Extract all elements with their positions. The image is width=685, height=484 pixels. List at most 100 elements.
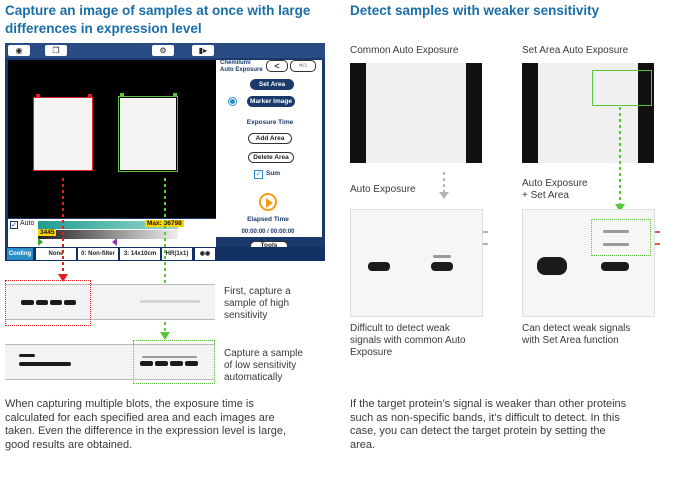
- membrane: [538, 63, 638, 163]
- caption-setarea: Can detect weak signals with Set Area fu…: [522, 323, 657, 347]
- band: [431, 262, 453, 271]
- set-area-result-box: [591, 219, 651, 256]
- membrane: [366, 63, 466, 163]
- band: [19, 354, 35, 357]
- delete-area-button[interactable]: Delete Area: [248, 152, 294, 163]
- filter-field[interactable]: 0: Non-filter: [78, 248, 118, 260]
- right-description: If the target protein’s signal is weaker…: [350, 398, 663, 452]
- blot-left: [34, 98, 92, 170]
- back-button[interactable]: <: [266, 60, 288, 72]
- faint-bands: [140, 300, 200, 303]
- left-heading-line2: differences in expression level: [5, 21, 202, 36]
- band: [185, 361, 198, 366]
- marker-image-button[interactable]: Marker Image: [247, 96, 295, 107]
- binning-icon[interactable]: ◉◉: [195, 248, 215, 260]
- caption-setarea-line: Can detect weak signals: [522, 323, 631, 334]
- result-strip-high: [5, 284, 215, 320]
- green-arrow-head: [160, 332, 170, 340]
- elapsed-time-value: 00:00:00 / 00:00:00: [241, 229, 295, 235]
- camera-icon[interactable]: ◉: [8, 45, 30, 56]
- set-area-box[interactable]: [592, 70, 652, 106]
- histogram-bar: [38, 221, 178, 229]
- green-result-box: [133, 340, 215, 384]
- set-area-button[interactable]: Set Area: [250, 79, 294, 90]
- mode-title-line2: Auto Exposure: [220, 67, 263, 73]
- left-heading-line1: Capture an image of samples at once with…: [5, 3, 311, 18]
- annotation-first: First, capture a sample of high sensitiv…: [224, 286, 291, 322]
- add-area-button[interactable]: Add Area: [248, 133, 292, 144]
- sum-label: Sum: [266, 170, 281, 177]
- band: [50, 300, 62, 305]
- annotation-second-line: of low sensitivity: [224, 360, 297, 371]
- annotation-second-line: automatically: [224, 372, 283, 383]
- band: [21, 300, 34, 305]
- red-corner: [88, 94, 92, 98]
- band: [603, 230, 629, 233]
- label-set-area-auto: Set Area Auto Exposure: [522, 45, 629, 56]
- dark-edge: [522, 63, 538, 163]
- green-corner: [120, 93, 124, 97]
- image-common-top: [350, 63, 482, 163]
- auto-checkbox[interactable]: ✓: [10, 221, 18, 229]
- exit-icon[interactable]: ▮▸: [192, 45, 214, 56]
- red-area-box[interactable]: [33, 97, 93, 171]
- band: [155, 361, 168, 366]
- sum-checkbox[interactable]: ✓: [254, 170, 263, 179]
- marker-radio[interactable]: [228, 97, 237, 106]
- mode-title: Chemiluml Auto Exposure: [220, 60, 263, 74]
- caption-common-line: Difficult to detect weak: [350, 323, 450, 334]
- image-setarea-top: [522, 63, 654, 163]
- band: [64, 300, 76, 305]
- left-description: When capturing multiple blots, the expos…: [5, 398, 321, 452]
- mode-title-line1: Chemiluml: [220, 60, 251, 66]
- band: [603, 243, 629, 246]
- label-auto-exposure: Auto Exposure: [350, 184, 416, 195]
- auto-label: Auto: [20, 220, 35, 227]
- red-corner: [36, 94, 40, 98]
- hr-field[interactable]: HR(1x1): [162, 248, 192, 260]
- max-handle-icon[interactable]: [112, 238, 117, 246]
- right-description-line: case, you can detect the target protein …: [350, 425, 606, 437]
- caption-common-line: Exposure: [350, 347, 393, 358]
- band: [36, 300, 48, 305]
- label-auto-set-area-line: Auto Exposure: [522, 178, 588, 189]
- left-description-line: When capturing multiple blots, the expos…: [5, 398, 254, 410]
- green-down-arrow-head: [615, 204, 625, 212]
- band: [601, 262, 629, 271]
- exposure-time-label: Exposure Time: [246, 119, 294, 126]
- play-icon[interactable]: [259, 193, 277, 211]
- annotation-second: Capture a sample of low sensitivity auto…: [224, 348, 303, 384]
- left-description-line: good results are obtained.: [5, 438, 133, 451]
- elapsed-time-label: Elapsed Time: [247, 216, 289, 223]
- dark-edge: [638, 63, 654, 163]
- home-icon[interactable]: «⌂: [290, 60, 316, 72]
- annotation-first-line: sensitivity: [224, 310, 268, 321]
- none-field[interactable]: None: [36, 248, 76, 260]
- band: [368, 262, 390, 271]
- right-description-line: If the target protein’s signal is weaker…: [350, 398, 627, 410]
- min-handle-icon[interactable]: [38, 238, 43, 246]
- band: [433, 255, 451, 258]
- range-slider[interactable]: [38, 230, 178, 239]
- size-field[interactable]: 3: 14x10cm: [120, 248, 160, 260]
- green-area-box[interactable]: [118, 96, 178, 172]
- annotation-second-line: Capture a sample: [224, 348, 303, 359]
- label-auto-set-area-line: + Set Area: [522, 190, 569, 201]
- caption-common: Difficult to detect weak signals with co…: [350, 323, 482, 359]
- gear-icon[interactable]: ⚙: [152, 45, 174, 56]
- label-auto-set-area: Auto Exposure + Set Area: [522, 178, 588, 202]
- left-description-line: taken. Even the difference in the expres…: [5, 425, 287, 437]
- gray-down-arrow-head: [439, 192, 449, 199]
- left-description-line: calculated for each specified area and e…: [5, 411, 275, 424]
- caption-setarea-line: with Set Area function: [522, 335, 619, 346]
- green-corner: [173, 93, 177, 97]
- copy-icon[interactable]: ❐: [45, 45, 67, 56]
- right-description-line: area.: [350, 438, 376, 451]
- capture-preview: [8, 60, 216, 218]
- band: [170, 361, 183, 366]
- dark-edge: [350, 63, 366, 163]
- caption-common-line: signals with common Auto: [350, 335, 466, 346]
- right-description-line: such as non-specific bands, it’s difficu…: [350, 411, 620, 424]
- band: [142, 356, 197, 358]
